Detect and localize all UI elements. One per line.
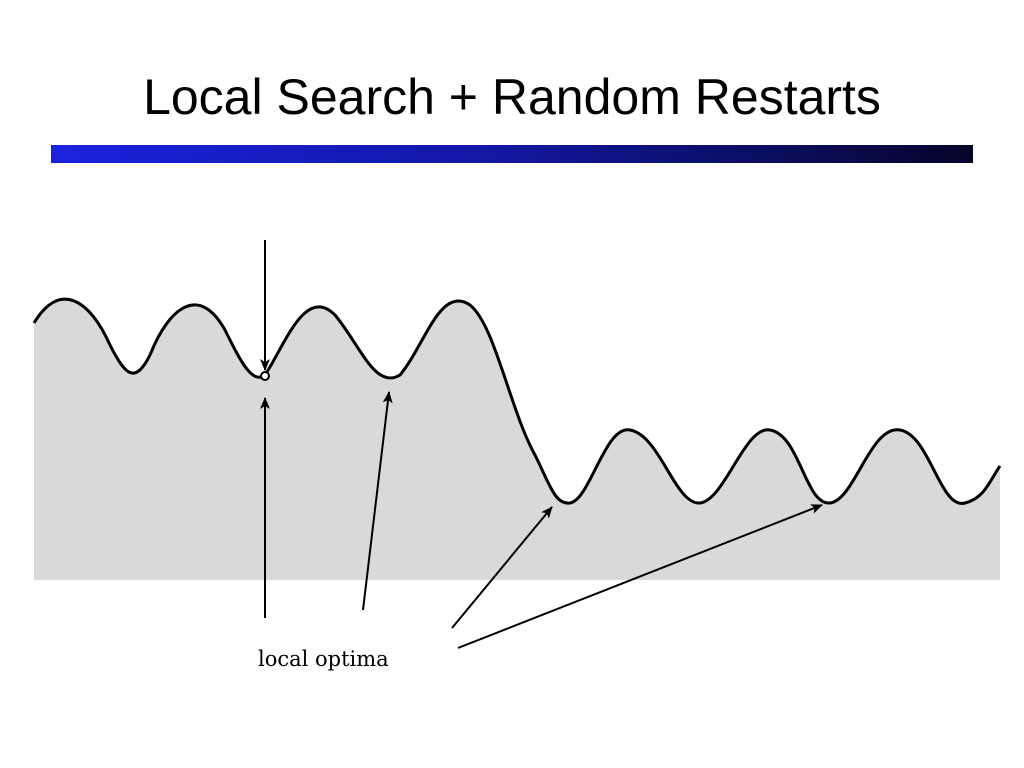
slide-title: Local Search + Random Restarts [143, 69, 881, 125]
landscape-curve [32, 297, 1002, 505]
local-optima-label: local optima [258, 647, 389, 671]
start-point-marker [260, 371, 270, 381]
title-underline-bar [51, 145, 973, 163]
optima-arrow-2 [362, 391, 393, 611]
optima-arrow-4 [457, 504, 823, 649]
landscape-fill [34, 299, 1000, 580]
optima-arrow-3 [451, 506, 553, 629]
